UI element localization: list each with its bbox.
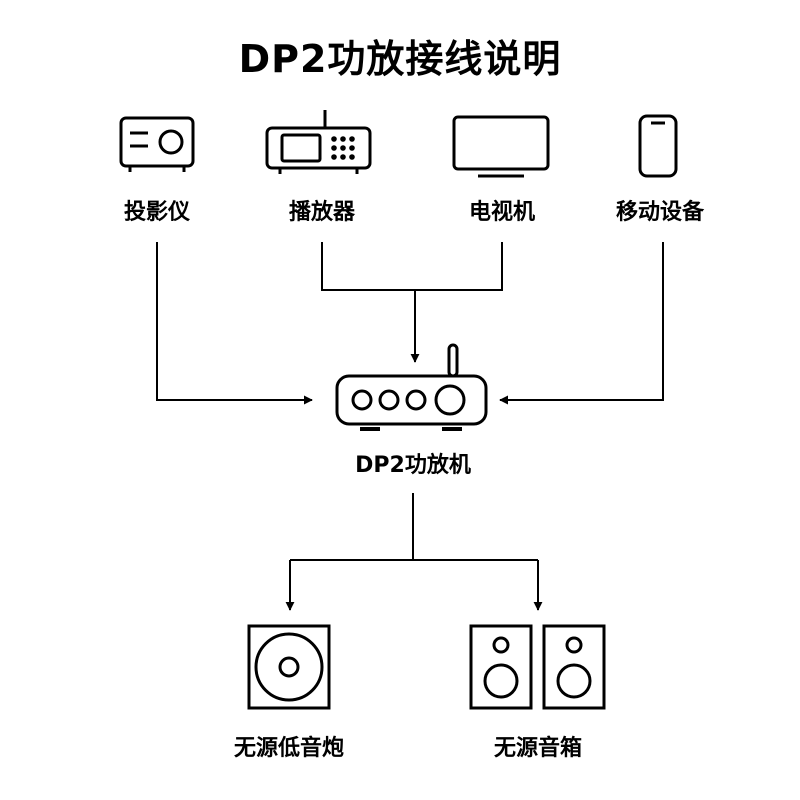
player-icon bbox=[265, 110, 372, 174]
tv-label: 电视机 bbox=[468, 200, 535, 225]
player-buttons bbox=[331, 136, 355, 160]
mobile-icon bbox=[638, 114, 678, 178]
player-label: 播放器 bbox=[288, 200, 355, 225]
mobile-wire bbox=[499, 242, 664, 405]
player-tv-wire bbox=[321, 242, 503, 291]
output-wires bbox=[285, 493, 543, 611]
amplifier-label: DP2功放机 bbox=[355, 453, 471, 478]
tv-icon bbox=[452, 115, 550, 178]
amplifier-icon bbox=[335, 343, 488, 426]
projector-label: 投影仪 bbox=[123, 200, 190, 225]
input-wires bbox=[156, 242, 664, 405]
subwoofer-icon bbox=[247, 624, 331, 710]
speakers-label: 无源音箱 bbox=[493, 736, 582, 761]
page-title: DP2功放接线说明 bbox=[238, 37, 562, 81]
subwoofer-label: 无源低音炮 bbox=[233, 736, 344, 761]
speakers-icon bbox=[469, 624, 606, 710]
mobile-label: 移动设备 bbox=[615, 200, 704, 225]
projector-wire bbox=[156, 242, 313, 405]
amplifier-feet bbox=[360, 427, 462, 431]
projector-icon bbox=[119, 116, 195, 172]
